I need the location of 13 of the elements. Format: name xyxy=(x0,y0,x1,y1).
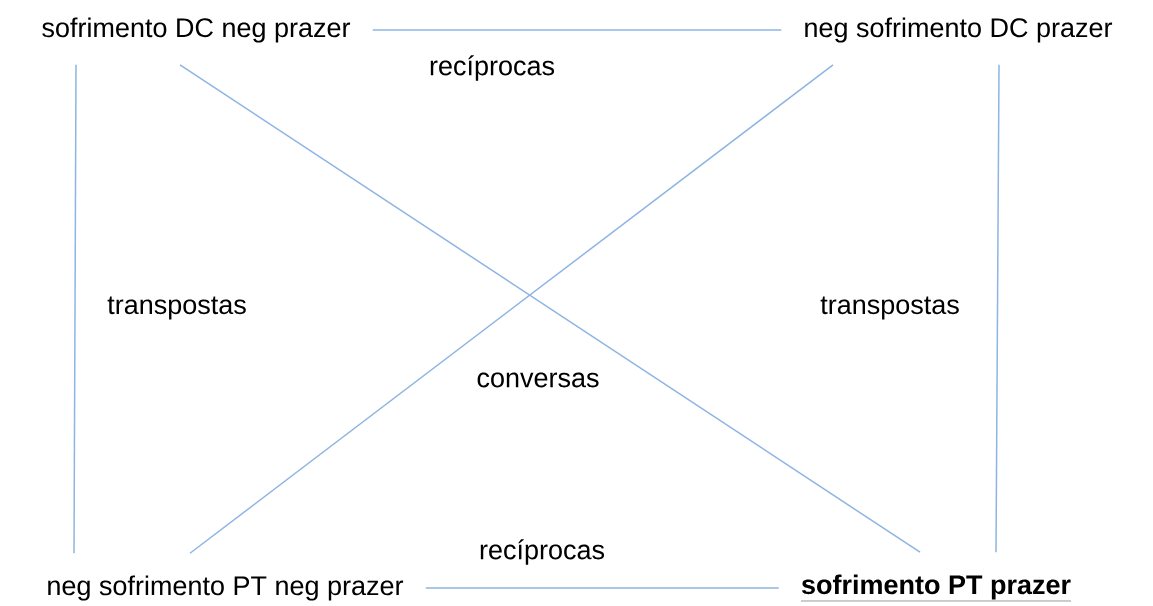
connector-line xyxy=(73,64,77,554)
edge-label: recíprocas xyxy=(478,538,607,566)
connector-line xyxy=(425,587,780,589)
edge-label: transpostas xyxy=(819,295,961,321)
node-text: neg sofrimento DC prazer xyxy=(805,17,1113,43)
node-text: sofrimento DC neg prazer xyxy=(42,17,351,43)
connector-line xyxy=(372,29,782,31)
node-text: neg sofrimento PT neg prazer xyxy=(48,575,404,601)
edge-label: recíprocas xyxy=(428,54,557,82)
edge-label: transpostas xyxy=(106,295,248,321)
node-text: sofrimento PT prazer xyxy=(800,574,1072,602)
connector-line xyxy=(995,64,1000,553)
diagram-label: conversas xyxy=(477,372,599,388)
